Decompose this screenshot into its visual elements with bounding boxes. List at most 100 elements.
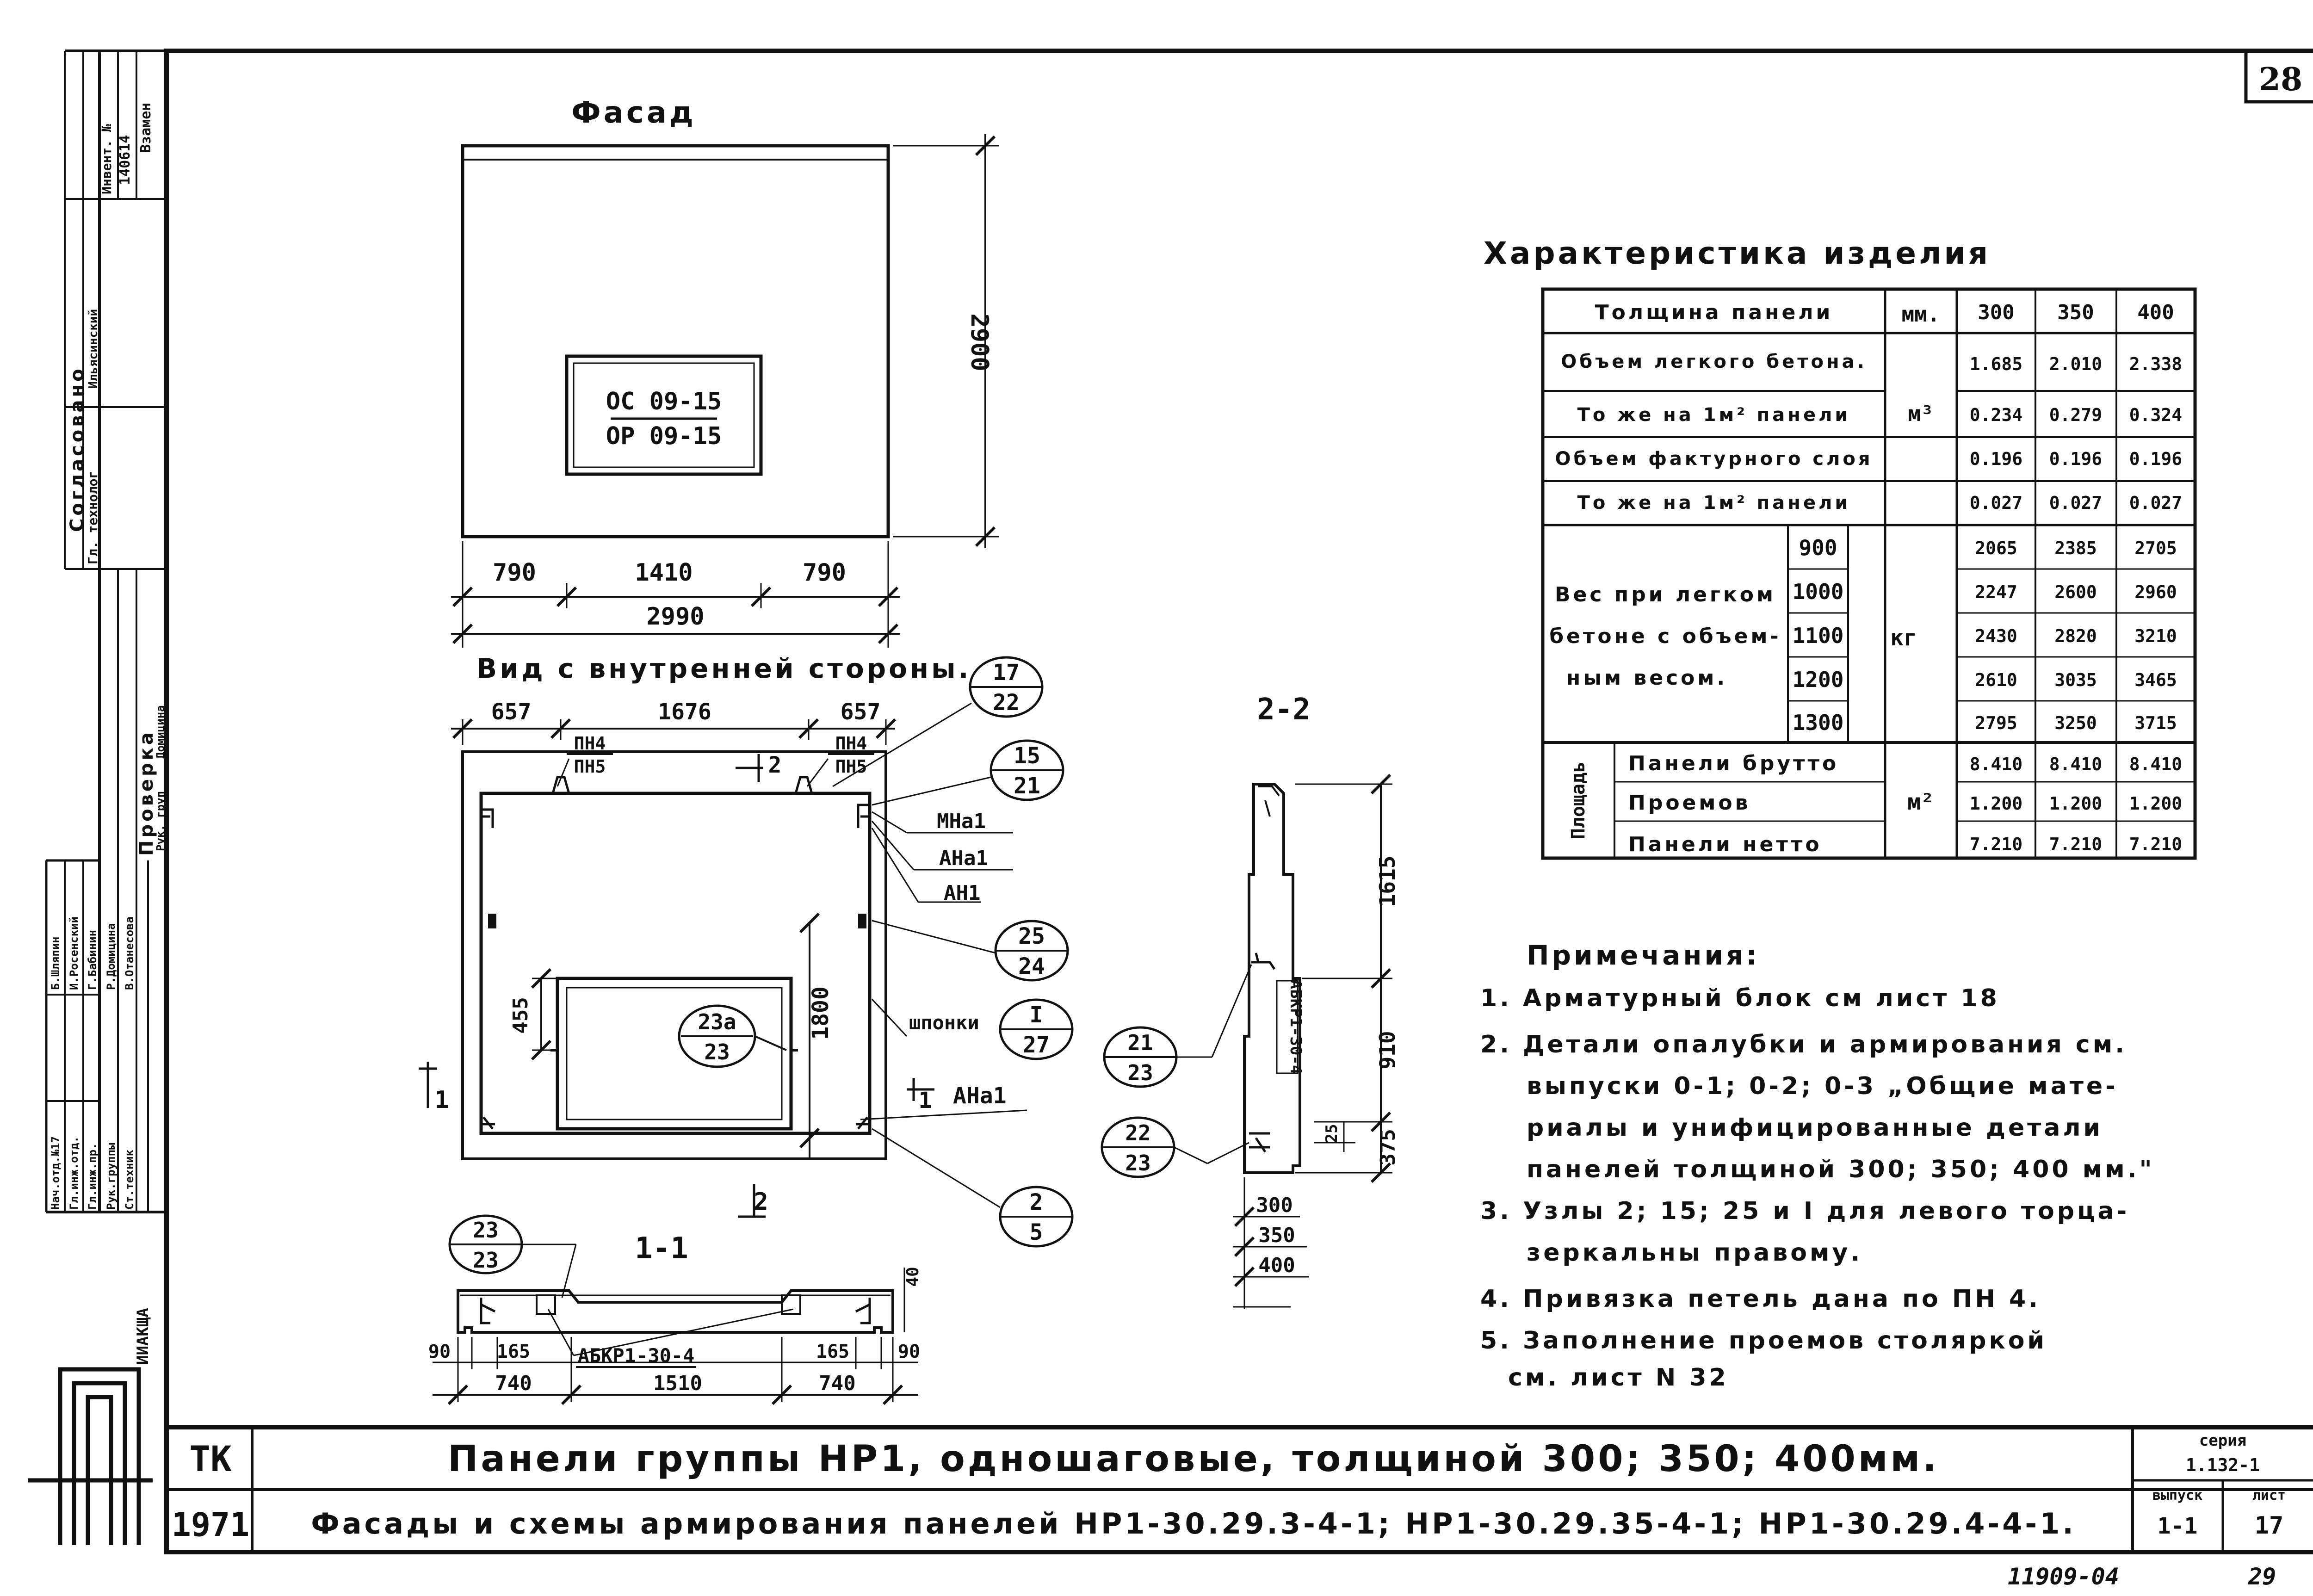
- callout-section11-bottom: 23: [473, 1248, 498, 1273]
- stamp-role: Нач.отд.№17: [49, 1136, 62, 1210]
- weight-density: 1100: [1793, 623, 1844, 648]
- inner-dim-455: 455: [509, 997, 532, 1033]
- facade-title: Фасад: [571, 96, 696, 130]
- vol-fact-m2-300: 0.027: [1970, 493, 2022, 513]
- label-mna1: МНа1: [937, 810, 986, 833]
- callout-bottom: 5: [1030, 1219, 1043, 1245]
- pn4-right: ПН4: [835, 733, 867, 754]
- weight-density: 1000: [1793, 579, 1844, 604]
- area-cell: 8.410: [2049, 754, 2102, 774]
- stamp-inv-value: 140614: [117, 135, 133, 185]
- row-vol-fact-m2-label: То же на 1м² панели: [1577, 492, 1851, 513]
- weight-cell: 2385: [2054, 538, 2097, 558]
- weight-label-1: Вес при легком: [1555, 583, 1776, 606]
- thickness-300: 300: [1978, 301, 2014, 324]
- section-22-t400: 400: [1258, 1254, 1295, 1277]
- section-22-dim-910: 910: [1375, 1031, 1400, 1069]
- facade-dim-right: 790: [803, 559, 846, 587]
- callout-22a-bottom: 23: [1127, 1060, 1153, 1085]
- weight-cell: 2247: [1975, 582, 2017, 602]
- stamp-name: Г.Бабинин: [86, 930, 99, 990]
- row-thickness-label: Толщина панели: [1595, 301, 1833, 324]
- note-line: риалы и унифицированные детали: [1527, 1114, 2103, 1142]
- weight-cell: 2610: [1975, 670, 2017, 690]
- area-label: Площадь: [1568, 761, 1589, 840]
- stamp-ruk-grup-label: Рук. груп: [154, 791, 167, 851]
- section-11-dim-165-left: 165: [497, 1341, 530, 1362]
- vol-fact-300: 0.196: [1970, 449, 2022, 469]
- section-2-2: 2-2 АБКР1-30-4 1615 910 25 375 300 350 4…: [1101, 693, 1400, 1309]
- weight-cell: 2430: [1975, 626, 2017, 646]
- series-value: 1.132-1: [2186, 1455, 2260, 1475]
- inner-panel: [461, 750, 887, 1160]
- stamp-proverka: Проверка: [136, 730, 157, 856]
- institute-logo: [28, 1367, 153, 1545]
- section-11-dim-165-right: 165: [816, 1341, 849, 1362]
- vol-fact-m2-350: 0.027: [2049, 493, 2102, 513]
- section-1-1: 1-1 23 23 АБКР1-30-4 40 90 165 165 90: [428, 1214, 922, 1405]
- pn5-right: ПН5: [835, 756, 867, 777]
- stamp-role: Ст.техник: [123, 1149, 136, 1210]
- area-cell: 7.210: [1970, 834, 2022, 854]
- weight-cell: 3465: [2134, 670, 2177, 690]
- title-line-1: Панели группы НР1, одношаговые, толщиной…: [448, 1438, 1939, 1480]
- section-22-t350: 350: [1258, 1224, 1295, 1247]
- stamp-name: Р.Домицина: [105, 923, 118, 990]
- callout-22a-top: 21: [1127, 1030, 1153, 1055]
- callout-bottom: 22: [993, 690, 1020, 716]
- weight-density: 1300: [1793, 710, 1844, 735]
- callout-bottom: 21: [1014, 773, 1040, 799]
- vypusk-value: 1-1: [2158, 1513, 2198, 1539]
- callout: I 27: [999, 998, 1074, 1060]
- stamp-name: В.Отанесова: [123, 916, 136, 990]
- area-unit: м²: [1907, 789, 1934, 815]
- weight-density: 1200: [1793, 667, 1844, 692]
- footer-page: 29: [2248, 1563, 2276, 1590]
- section-22-dim-375: 375: [1376, 1129, 1400, 1165]
- thickness-400: 400: [2137, 301, 2174, 324]
- inner-dim-right: 657: [841, 699, 881, 725]
- section-11-dim-40: 40: [903, 1267, 922, 1287]
- list-label: лист: [2252, 1487, 2286, 1503]
- row-vol-light-label: Объем легкого бетона.: [1561, 351, 1867, 372]
- area-cell: 7.210: [2129, 834, 2182, 854]
- weight-cell: 2820: [2054, 626, 2097, 646]
- callout: 25 24: [872, 920, 1069, 982]
- inner-view-title: Вид с внутренней стороны.: [476, 653, 971, 684]
- weight-rows: 900 2065 2385 2705 1000 2247 2600 2960 1…: [1793, 535, 2177, 735]
- unit-m3: м³: [1908, 401, 1933, 426]
- stamp-ruk-grup-name: Домицина: [154, 705, 167, 759]
- weight-label-2: бетоне с объем-: [1549, 625, 1781, 648]
- vol-light-m2-350: 0.279: [2049, 405, 2102, 425]
- area-row-label: Проемов: [1628, 791, 1750, 815]
- title-line-2: Фасады и схемы армирования панелей НР1-3…: [311, 1507, 2076, 1540]
- vol-light-m2-300: 0.234: [1970, 405, 2022, 425]
- note-line: см. лист N 32: [1508, 1364, 1729, 1392]
- note-line: панелей толщиной 300; 350; 400 мм.": [1527, 1156, 2155, 1183]
- opening-label-top: ОС 09-15: [606, 388, 722, 415]
- area-rows: Панели брутто 8.410 8.410 8.410 Проемов …: [1628, 752, 2182, 856]
- weight-cell: 2960: [2134, 582, 2177, 602]
- section-11-block: АБКР1-30-4: [578, 1344, 695, 1367]
- note-line: выпуски 0-1; 0-2; 0-3 „Общие мате-: [1527, 1072, 2118, 1100]
- stamp-role: Рук.группы: [105, 1143, 118, 1210]
- inner-view: Вид с внутренней стороны. 657 1676 657 2…: [419, 653, 1074, 1248]
- title-year: 1971: [172, 1506, 250, 1544]
- weight-unit: кг: [1890, 625, 1917, 651]
- section-22-t300: 300: [1256, 1194, 1293, 1217]
- pn4-left: ПН4: [574, 733, 606, 754]
- row-vol-light-m2-label: То же на 1м² панели: [1577, 404, 1851, 426]
- callout-23a-bottom: 23: [704, 1039, 730, 1064]
- label-ana1-bottom: АНа1: [953, 1083, 1007, 1109]
- note-line: зеркальны правому.: [1527, 1239, 1862, 1267]
- stamp-vzam-label: Взамен: [138, 103, 154, 153]
- callout-top: 2: [1030, 1189, 1043, 1215]
- area-cell: 7.210: [2049, 834, 2102, 854]
- note-line: 3. Узлы 2; 15; 25 и I для левого торца-: [1480, 1197, 2129, 1225]
- callout: 15 21: [872, 739, 1064, 806]
- area-row-label: Панели брутто: [1628, 752, 1839, 775]
- weight-label-3: ным весом.: [1566, 666, 1727, 690]
- notes-title: Примечания:: [1527, 940, 1760, 971]
- logo-suffix-text: ИИАКЩА: [134, 1308, 152, 1365]
